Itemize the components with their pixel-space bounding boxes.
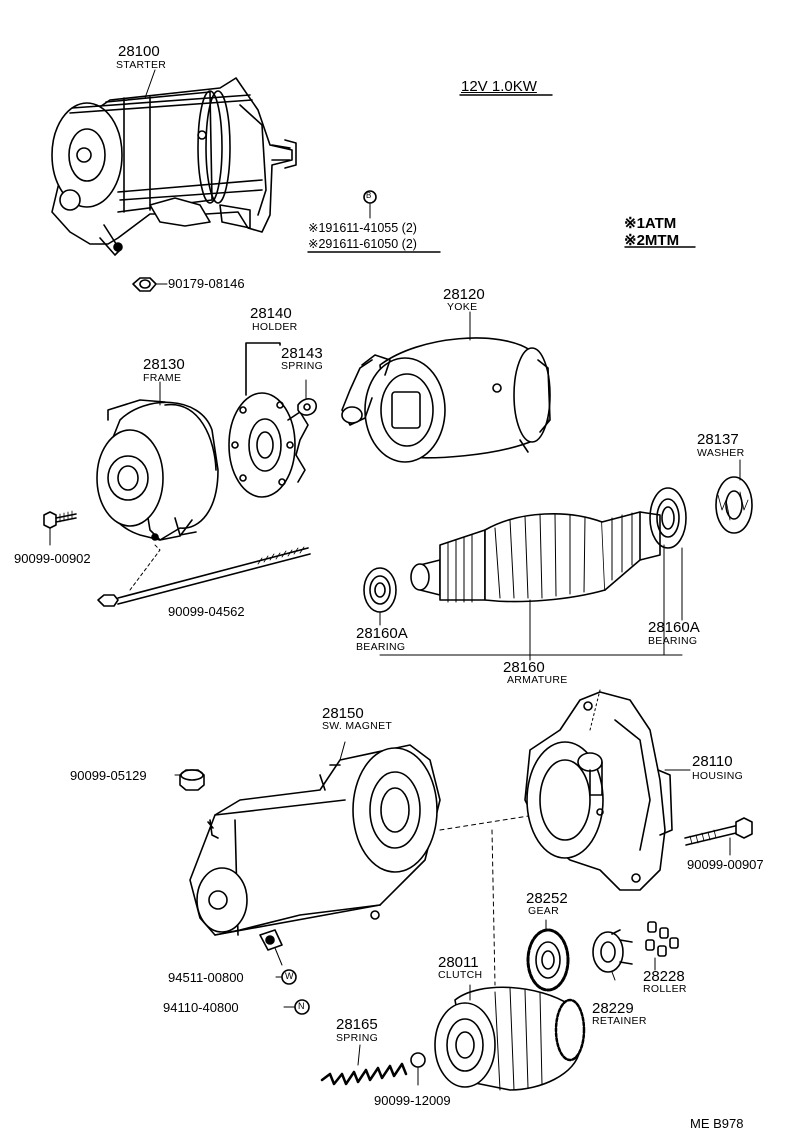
part-number-28143: 28143 — [281, 345, 323, 362]
symbol-b-letter: B — [366, 191, 372, 200]
holder-28140-drawing — [228, 342, 317, 498]
part-name-sw-magnet: SW. MAGNET — [322, 720, 393, 732]
part-number-28252: 28252 — [526, 890, 568, 907]
bolt-90099-00907-drawing — [684, 817, 753, 856]
part-name-washer: WASHER — [697, 447, 745, 459]
part-number-28011: 28011 — [438, 954, 479, 971]
rollers-28228-drawing — [645, 921, 679, 957]
sw-magnet-28150-drawing — [189, 741, 441, 966]
part-name-bearing-right: BEARING — [648, 635, 698, 647]
washer-28137-drawing — [715, 476, 753, 534]
frame-28130-drawing — [96, 399, 219, 541]
part-number-90099-05129: 90099-05129 — [70, 768, 147, 783]
part-number-90099-04562: 90099-04562 — [168, 604, 245, 619]
starter-assembly-drawing — [51, 77, 297, 256]
part-name-holder: HOLDER — [252, 321, 298, 333]
part-number-28165: 28165 — [336, 1016, 378, 1033]
part-number-28120: 28120 — [443, 286, 485, 303]
spring-28165-drawing — [320, 1052, 426, 1086]
part-number-90179: 90179-08146 — [168, 276, 245, 291]
nut-symbol-letter: N — [298, 1001, 305, 1011]
long-bolt-90099-04562-drawing — [97, 544, 311, 607]
part-name-frame: FRAME — [143, 372, 182, 384]
armature-28160-drawing — [379, 511, 683, 661]
housing-28110-drawing — [524, 691, 673, 891]
part-number-28110: 28110 — [692, 753, 733, 770]
option-part-1: ※191611-41055 (2) — [308, 221, 417, 235]
nut-90179-drawing — [132, 277, 168, 292]
legend-atm: ※1ATM — [624, 215, 677, 232]
part-name-bearing-left: BEARING — [356, 641, 406, 653]
part-number-28100: 28100 — [118, 43, 160, 60]
part-number-94110: 94110-40800 — [163, 1000, 239, 1015]
part-name-retainer: RETAINER — [592, 1015, 647, 1027]
part-number-28130: 28130 — [143, 356, 185, 373]
part-number-94511: 94511-00800 — [168, 970, 244, 985]
part-name-roller: ROLLER — [643, 983, 687, 995]
part-number-28160: 28160 — [503, 659, 545, 676]
part-number-28140: 28140 — [250, 305, 292, 322]
part-number-28137: 28137 — [697, 431, 739, 448]
part-number-90099-00907: 90099-00907 — [687, 857, 764, 872]
part-number-28160A-right: 28160A — [648, 619, 700, 636]
part-name-spring-28165: SPRING — [336, 1032, 379, 1044]
part-number-28150: 28150 — [322, 705, 364, 722]
gear-28252-drawing — [526, 928, 570, 992]
part-number-28229: 28229 — [592, 1000, 634, 1017]
part-name-housing: HOUSING — [692, 770, 744, 782]
part-name-yoke: YOKE — [447, 301, 478, 313]
symbol-b-circle — [363, 190, 377, 204]
part-name-starter: STARTER — [116, 59, 167, 71]
bolt-90099-00902-drawing — [43, 510, 77, 546]
retainer-28229-drawing — [592, 929, 633, 973]
washer-symbol-letter: W — [285, 971, 294, 981]
legend-mtm: ※2MTM — [624, 232, 680, 249]
page-code: ME B978 — [690, 1116, 744, 1131]
nut-90099-05129-drawing — [179, 769, 205, 791]
voltage-rating: 12V 1.0KW — [461, 78, 537, 95]
part-name-clutch: CLUTCH — [438, 969, 483, 981]
clutch-28011-drawing — [434, 986, 586, 1091]
part-name-gear: GEAR — [528, 905, 559, 917]
part-number-90099-00902: 90099-00902 — [14, 551, 91, 566]
part-number-28160A-left: 28160A — [356, 625, 408, 642]
bearing-left-drawing — [363, 567, 397, 626]
part-number-90099-12009: 90099-12009 — [374, 1093, 451, 1108]
part-number-28228: 28228 — [643, 968, 685, 985]
option-part-2: ※291611-61050 (2) — [308, 237, 417, 251]
bearing-right-drawing — [649, 487, 687, 656]
part-name-spring-28143: SPRING — [281, 360, 324, 372]
part-name-armature: ARMATURE — [507, 674, 568, 686]
yoke-28120-drawing — [341, 337, 551, 463]
